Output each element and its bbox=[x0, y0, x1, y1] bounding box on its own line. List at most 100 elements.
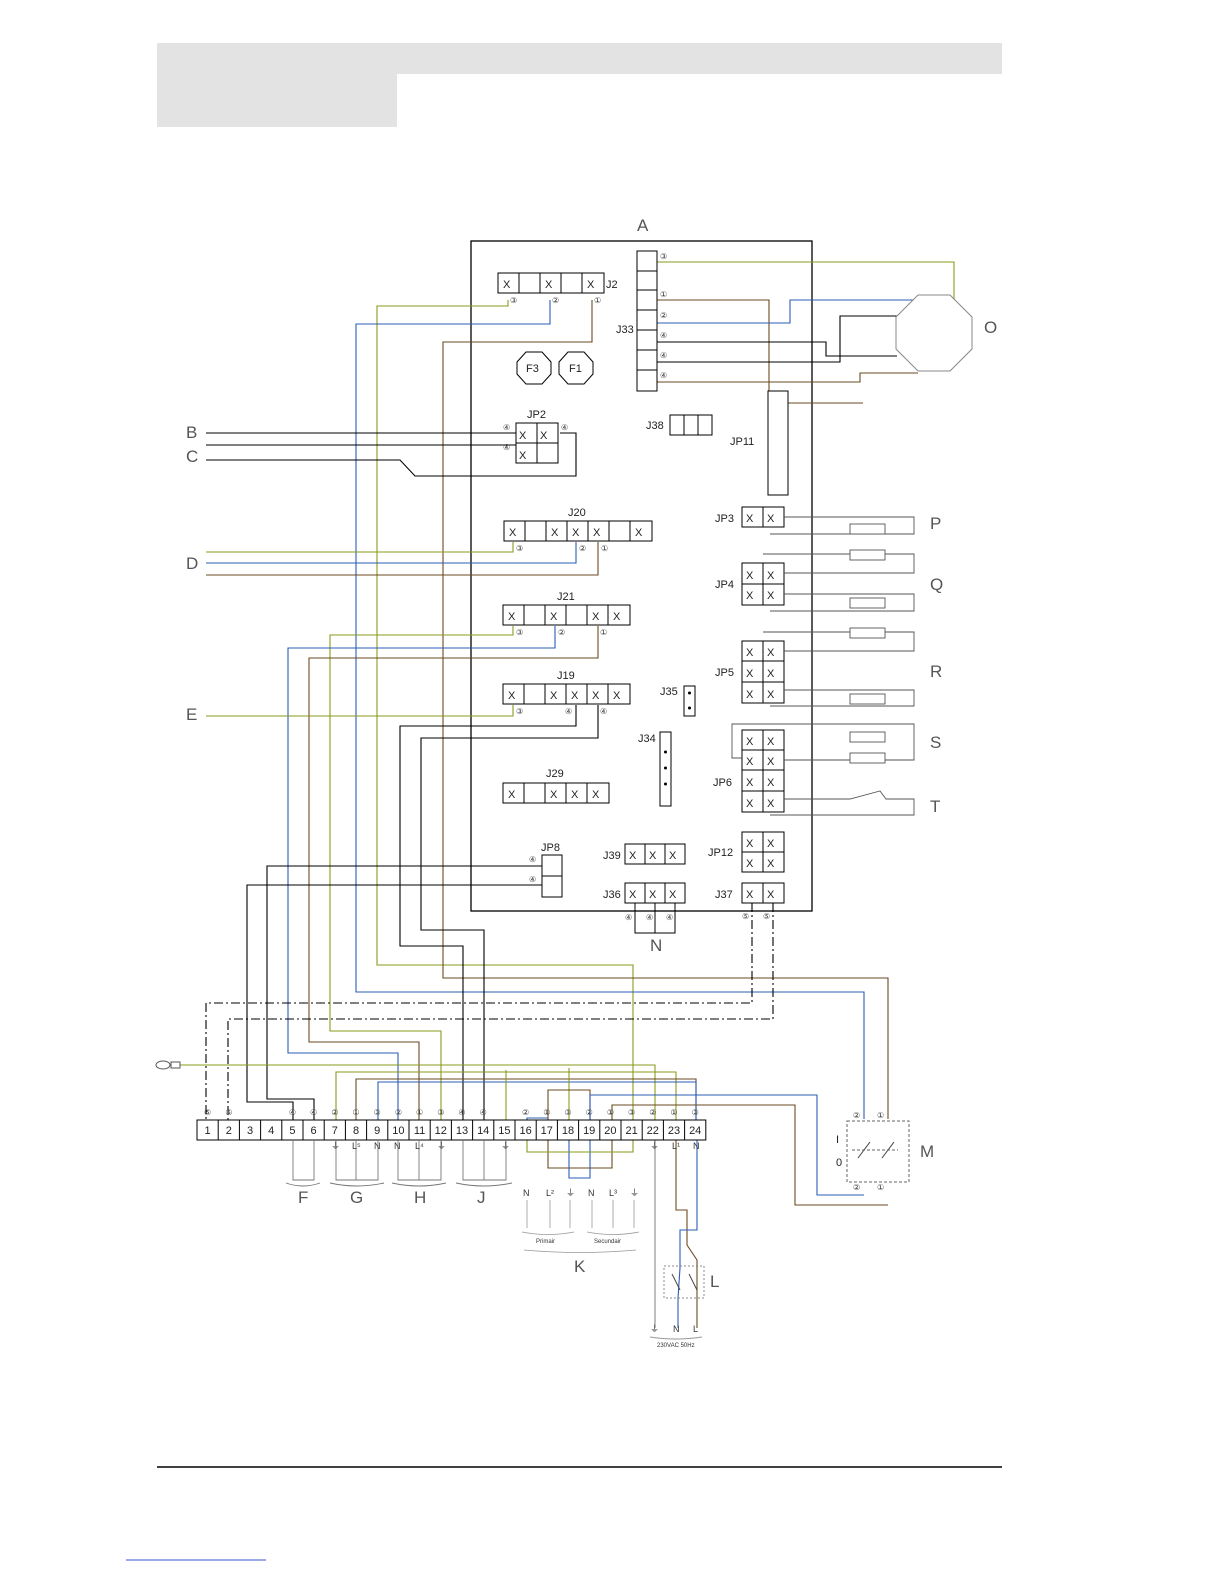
connector-jp3: X X JP3 bbox=[715, 506, 785, 528]
terminal-16: 16 bbox=[519, 1125, 531, 1137]
connector-j34: J34 bbox=[638, 731, 672, 807]
terminal-marker: ① bbox=[416, 1108, 423, 1117]
svg-text:X: X bbox=[746, 798, 754, 810]
svg-text:X: X bbox=[550, 789, 558, 801]
terminal-marker: ② bbox=[522, 1108, 529, 1117]
svg-text:X: X bbox=[551, 527, 559, 539]
connector-j2: X X X J2 bbox=[497, 272, 618, 294]
svg-text:④: ④ bbox=[660, 351, 667, 360]
svg-text:X: X bbox=[592, 789, 600, 801]
svg-text:B: B bbox=[186, 423, 197, 442]
svg-text:N: N bbox=[650, 936, 662, 955]
svg-text:M: M bbox=[920, 1142, 934, 1161]
k-group bbox=[521, 1200, 640, 1253]
svg-text:X: X bbox=[613, 690, 621, 702]
terminal-15: 15 bbox=[498, 1125, 510, 1137]
svg-text:⏚: ⏚ bbox=[566, 1188, 575, 1198]
svg-text:JP6: JP6 bbox=[713, 777, 732, 789]
svg-text:X: X bbox=[767, 647, 775, 659]
terminal-22: 22 bbox=[647, 1125, 659, 1137]
ground-ring bbox=[155, 1060, 171, 1070]
svg-text:F3: F3 bbox=[526, 363, 539, 375]
terminal-marker: ② bbox=[586, 1108, 593, 1117]
terminal-2: 2 bbox=[226, 1125, 232, 1137]
svg-text:J29: J29 bbox=[546, 768, 564, 780]
svg-text:X: X bbox=[545, 279, 553, 291]
terminal-10: 10 bbox=[392, 1125, 404, 1137]
terminal-5: 5 bbox=[289, 1125, 295, 1137]
terminal-21: 21 bbox=[625, 1125, 637, 1137]
svg-text:X: X bbox=[571, 789, 579, 801]
svg-text:①: ① bbox=[877, 1183, 884, 1192]
svg-text:Primair: Primair bbox=[536, 1239, 555, 1245]
svg-text:X: X bbox=[649, 850, 657, 862]
terminal-marker: ① bbox=[543, 1108, 550, 1117]
connector-j37: X X J37 bbox=[715, 882, 785, 904]
svg-text:T: T bbox=[930, 797, 940, 816]
svg-text:JP12: JP12 bbox=[708, 847, 733, 859]
terminal-1: 1 bbox=[205, 1125, 211, 1137]
svg-text:L¹: L¹ bbox=[672, 1141, 680, 1151]
terminal-12: 12 bbox=[435, 1125, 447, 1137]
fuse-f3 bbox=[516, 351, 552, 385]
svg-text:X: X bbox=[669, 850, 677, 862]
terminal-8: 8 bbox=[353, 1125, 359, 1137]
svg-text:①: ① bbox=[600, 628, 607, 637]
svg-text:230VAC 50Hz: 230VAC 50Hz bbox=[657, 1343, 695, 1349]
svg-text:X: X bbox=[540, 430, 548, 442]
svg-text:I: I bbox=[836, 1134, 839, 1146]
svg-text:L⁴: L⁴ bbox=[415, 1141, 424, 1151]
svg-text:O: O bbox=[984, 318, 997, 337]
connector-j39: X X X J39 bbox=[603, 843, 686, 865]
terminal-marker: ④ bbox=[458, 1108, 465, 1117]
svg-text:X: X bbox=[767, 756, 775, 768]
svg-text:Secundair: Secundair bbox=[594, 1239, 621, 1245]
svg-text:X: X bbox=[767, 570, 775, 582]
svg-text:N: N bbox=[588, 1188, 595, 1198]
svg-text:⏚: ⏚ bbox=[650, 1141, 659, 1151]
svg-text:J34: J34 bbox=[638, 733, 656, 745]
svg-text:②: ② bbox=[558, 628, 565, 637]
svg-text:X: X bbox=[669, 889, 677, 901]
svg-text:X: X bbox=[509, 527, 517, 539]
svg-text:L²: L² bbox=[546, 1188, 554, 1198]
connector-jp8: JP8 bbox=[541, 842, 563, 898]
svg-text:X: X bbox=[746, 668, 754, 680]
svg-text:④: ④ bbox=[529, 875, 536, 884]
svg-text:X: X bbox=[746, 570, 754, 582]
svg-text:J2: J2 bbox=[606, 279, 618, 291]
svg-text:N: N bbox=[673, 1324, 680, 1334]
svg-text:X: X bbox=[508, 690, 516, 702]
svg-text:N: N bbox=[693, 1141, 700, 1151]
svg-text:⏚: ⏚ bbox=[331, 1141, 340, 1151]
svg-text:X: X bbox=[767, 689, 775, 701]
connector-j35: J35 bbox=[660, 685, 696, 717]
svg-text:④: ④ bbox=[561, 423, 568, 432]
svg-text:C: C bbox=[186, 447, 198, 466]
svg-text:X: X bbox=[629, 889, 637, 901]
svg-text:X: X bbox=[767, 513, 775, 525]
svg-text:X: X bbox=[572, 527, 580, 539]
svg-text:X: X bbox=[767, 777, 775, 789]
svg-text:JP2: JP2 bbox=[527, 409, 546, 421]
svg-text:②: ② bbox=[660, 311, 667, 320]
connector-jp5: X X X X X X JP5 bbox=[715, 640, 785, 704]
svg-text:X: X bbox=[519, 430, 527, 442]
terminal-9: 9 bbox=[374, 1125, 380, 1137]
svg-text:X: X bbox=[550, 611, 558, 623]
svg-text:JP3: JP3 bbox=[715, 513, 734, 525]
svg-text:J: J bbox=[477, 1188, 486, 1207]
terminal-24: 24 bbox=[689, 1125, 701, 1137]
svg-text:J19: J19 bbox=[557, 670, 575, 682]
svg-text:④: ④ bbox=[503, 423, 510, 432]
terminal-18: 18 bbox=[562, 1125, 574, 1137]
svg-text:②: ② bbox=[579, 544, 586, 553]
svg-text:X: X bbox=[767, 668, 775, 680]
terminal-6: 6 bbox=[311, 1125, 317, 1137]
fuse-f1 bbox=[558, 351, 594, 385]
svg-text:L: L bbox=[693, 1324, 698, 1334]
svg-text:J39: J39 bbox=[603, 850, 621, 862]
terminal-14: 14 bbox=[477, 1125, 489, 1137]
svg-text:⑤: ⑤ bbox=[742, 912, 749, 921]
